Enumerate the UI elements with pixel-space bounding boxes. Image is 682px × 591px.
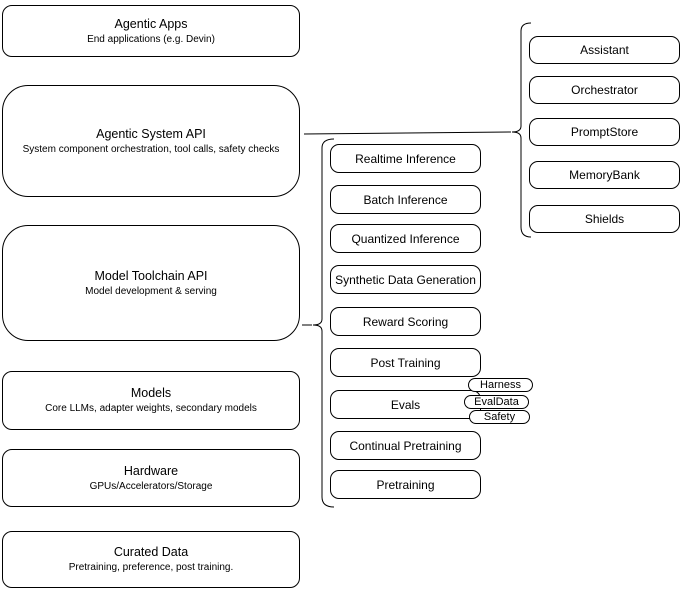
tag-safety: Safety: [469, 410, 530, 424]
tag-harness: Harness: [468, 378, 533, 392]
node-synthetic-data-generation: Synthetic Data Generation: [330, 265, 481, 294]
layer-subtitle: GPUs/Accelerators/Storage: [89, 480, 213, 492]
layer-hardware: Hardware GPUs/Accelerators/Storage: [2, 449, 300, 507]
layer-model-toolchain-api: Model Toolchain API Model development & …: [2, 225, 300, 341]
node-evals: Evals: [330, 390, 481, 419]
layer-title: Agentic Apps: [114, 16, 188, 31]
layer-subtitle: Core LLMs, adapter weights, secondary mo…: [45, 403, 257, 414]
layer-title: Models: [130, 386, 172, 400]
layer-title: Curated Data: [113, 545, 189, 559]
node-realtime-inference: Realtime Inference: [330, 144, 481, 173]
node-pretraining: Pretraining: [330, 470, 481, 499]
node-orchestrator: Orchestrator: [529, 76, 680, 104]
layer-agentic-apps: Agentic Apps End applications (e.g. Devi…: [2, 5, 300, 57]
node-memorybank: MemoryBank: [529, 161, 680, 189]
layer-title: Agentic System API: [96, 126, 206, 141]
tag-evaldata: EvalData: [464, 395, 529, 409]
layer-subtitle: System component orchestration, tool cal…: [22, 143, 280, 155]
node-continual-pretraining: Continual Pretraining: [330, 431, 481, 460]
layer-subtitle: End applications (e.g. Devin): [87, 33, 215, 45]
node-quantized-inference: Quantized Inference: [330, 224, 481, 253]
node-shields: Shields: [529, 205, 680, 233]
node-batch-inference: Batch Inference: [330, 185, 481, 214]
layer-title: Model Toolchain API: [94, 268, 208, 283]
layer-agentic-system-api: Agentic System API System component orch…: [2, 85, 300, 197]
layer-subtitle: Model development & serving: [85, 285, 217, 297]
node-assistant: Assistant: [529, 36, 680, 64]
layer-models: Models Core LLMs, adapter weights, secon…: [2, 371, 300, 430]
system-api-to-components-connector: [303, 131, 512, 135]
node-post-training: Post Training: [330, 348, 481, 377]
layer-curated-data: Curated Data Pretraining, preference, po…: [2, 531, 300, 588]
node-reward-scoring: Reward Scoring: [330, 307, 481, 336]
node-promptstore: PromptStore: [529, 118, 680, 146]
layer-title: Hardware: [123, 463, 179, 478]
toolchain-brace: [312, 138, 335, 508]
layer-subtitle: Pretraining, preference, post training.: [68, 562, 234, 573]
system-components-brace: [511, 22, 532, 238]
